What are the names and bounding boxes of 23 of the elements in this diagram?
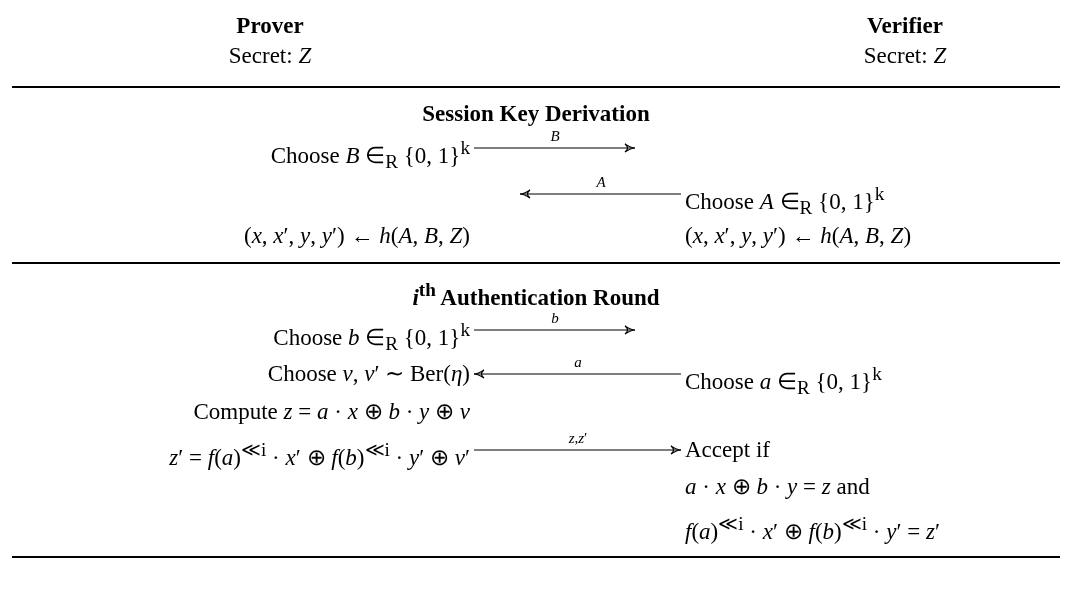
edge-label: z,z′ bbox=[568, 430, 588, 446]
protocol-step: Choose ν, ν′ ∼ Ber(η) bbox=[267, 360, 470, 388]
edge-label: a bbox=[574, 354, 582, 370]
protocol-step: Compute z = a · x ⊕ b · y ⊕ ν bbox=[193, 398, 470, 426]
column-heading: Prover bbox=[235, 12, 305, 40]
protocol-step: Choose B ∈$_{R}$ {0, 1}$^{k}$ bbox=[270, 134, 470, 177]
protocol-step: Choose a ∈$_{R}$ {0, 1}$^{k}$ bbox=[685, 360, 882, 403]
protocol-step: a · x ⊕ b · y = z and bbox=[685, 473, 940, 510]
edge-label: A bbox=[596, 174, 606, 190]
column-heading: Verifier bbox=[866, 12, 944, 40]
section-title: Session Key Derivation bbox=[422, 100, 650, 128]
protocol-step: f(a)$^{≪i}$ · x′ ⊕ f(b)$^{≪i}$ · y′ = z′ bbox=[685, 510, 940, 547]
section-title: i$^{th}$ Authentication Round bbox=[412, 278, 660, 312]
secret-label: Secret: Z bbox=[227, 42, 313, 70]
edge-label: B bbox=[550, 128, 560, 144]
protocol-step: Accept if bbox=[685, 436, 940, 473]
protocol-step: (x, x′, y, y′) ← h(A, B, Z) bbox=[243, 222, 470, 250]
secret-label: Secret: Z bbox=[862, 42, 948, 70]
protocol-step: Choose A ∈$_{R}$ {0, 1}$^{k}$ bbox=[685, 180, 885, 223]
protocol-step: (x, x′, y, y′) ← h(A, B, Z) bbox=[685, 222, 912, 250]
protocol-step: Choose b ∈$_{R}$ {0, 1}$^{k}$ bbox=[273, 316, 470, 359]
protocol-step: z′ = f(a)$^{≪i}$ · x′ ⊕ f(b)$^{≪i}$ · y′ ⊕ ν′ bbox=[169, 436, 470, 472]
edge-label: b bbox=[551, 310, 559, 326]
